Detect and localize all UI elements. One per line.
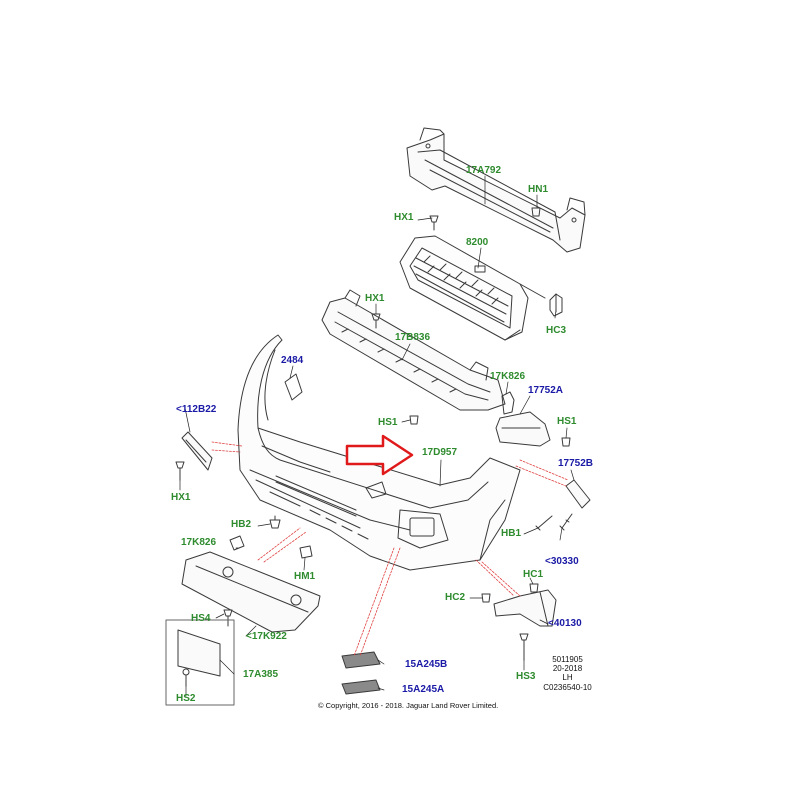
side-reflector-right <box>565 479 591 509</box>
label-hm1: HM1 <box>294 571 316 582</box>
label-17k826-lower: 17K826 <box>181 537 217 548</box>
label-hb1: HB1 <box>501 528 522 539</box>
label-hs3: HS3 <box>516 671 536 682</box>
fastener-hc2 <box>481 593 491 603</box>
label-hx1-upper: HX1 <box>394 212 414 223</box>
trim-17752a-shape <box>495 411 551 447</box>
fastener-hs1-left <box>409 415 419 425</box>
fastener-hc1 <box>529 583 539 593</box>
label-17a792: 17A792 <box>466 165 502 176</box>
reference-number: 5011905 <box>552 655 583 664</box>
fastener-hx1-mid <box>371 313 381 329</box>
reference-side: LH <box>562 673 573 683</box>
label-hx1-mid: HX1 <box>365 293 385 304</box>
label-40130: <40130 <box>548 618 582 629</box>
fastener-hs3 <box>519 633 529 661</box>
bracket-2484-shape <box>284 373 303 401</box>
label-17d957: 17D957 <box>422 447 458 458</box>
bumper-cover <box>237 334 521 571</box>
red-leader-lines <box>211 441 569 657</box>
label-17752b: 17752B <box>558 458 594 469</box>
grille-support-panel <box>321 289 506 411</box>
label-17b836: 17B836 <box>395 332 431 343</box>
label-hc3: HC3 <box>546 325 567 336</box>
label-17752a: 17752A <box>528 385 564 396</box>
label-hb2: HB2 <box>231 519 252 530</box>
leader-lines <box>179 175 575 697</box>
copyright-notice: © Copyright, 2016 - 2018. Jaguar Land Ro… <box>318 701 499 710</box>
label-17a385: 17A385 <box>243 669 279 680</box>
fog-lamp-bezel-15a245b <box>341 651 381 669</box>
label-112b22: <112B22 <box>176 404 217 415</box>
label-2484: 2484 <box>281 355 304 366</box>
bracket-17k826-upper <box>501 391 515 415</box>
fastener-hx1-left <box>175 461 185 481</box>
fastener-hm1 <box>299 545 313 559</box>
screw-30330 <box>559 513 573 531</box>
fastener-hb2 <box>269 515 281 529</box>
bracket-40130-shape <box>493 589 557 627</box>
illustration-reference: 5011905 20-2018 LH C0236540-10 <box>540 655 595 692</box>
front-grille <box>399 235 546 341</box>
plate-plinth-frame <box>165 619 235 706</box>
label-hc1: HC1 <box>523 569 544 580</box>
label-8200: 8200 <box>466 237 489 248</box>
label-hs4: HS4 <box>191 613 211 624</box>
label-hs2: HS2 <box>176 693 196 704</box>
fastener-hx1-upper <box>429 215 439 231</box>
fastener-hs4 <box>223 609 233 627</box>
side-reflector-left <box>181 431 213 471</box>
pointer-arrow <box>345 434 414 476</box>
label-30330: <30330 <box>545 556 579 567</box>
bumper-beam <box>406 127 586 253</box>
label-hs1-left: HS1 <box>378 417 398 428</box>
label-15a245b: 15A245B <box>405 659 448 670</box>
label-17k826-upper: 17K826 <box>490 371 526 382</box>
bracket-17k826-lower <box>229 535 245 551</box>
fastener-hs1-right <box>561 437 571 447</box>
clip-hc3-shape <box>549 293 563 317</box>
label-hc2: HC2 <box>445 592 466 603</box>
label-hn1: HN1 <box>528 184 549 195</box>
undertray <box>181 551 321 633</box>
label-15a245a: 15A245A <box>402 684 445 695</box>
label-hx1-left: HX1 <box>171 492 191 503</box>
reference-code: C0236540-10 <box>543 682 592 692</box>
fastener-hb1 <box>535 515 553 531</box>
label-hs1-right: HS1 <box>557 416 577 427</box>
reference-date: 20-2018 <box>552 664 583 674</box>
label-17k922: <17K922 <box>246 631 287 642</box>
fog-lamp-bezel-15a245a <box>341 679 381 695</box>
